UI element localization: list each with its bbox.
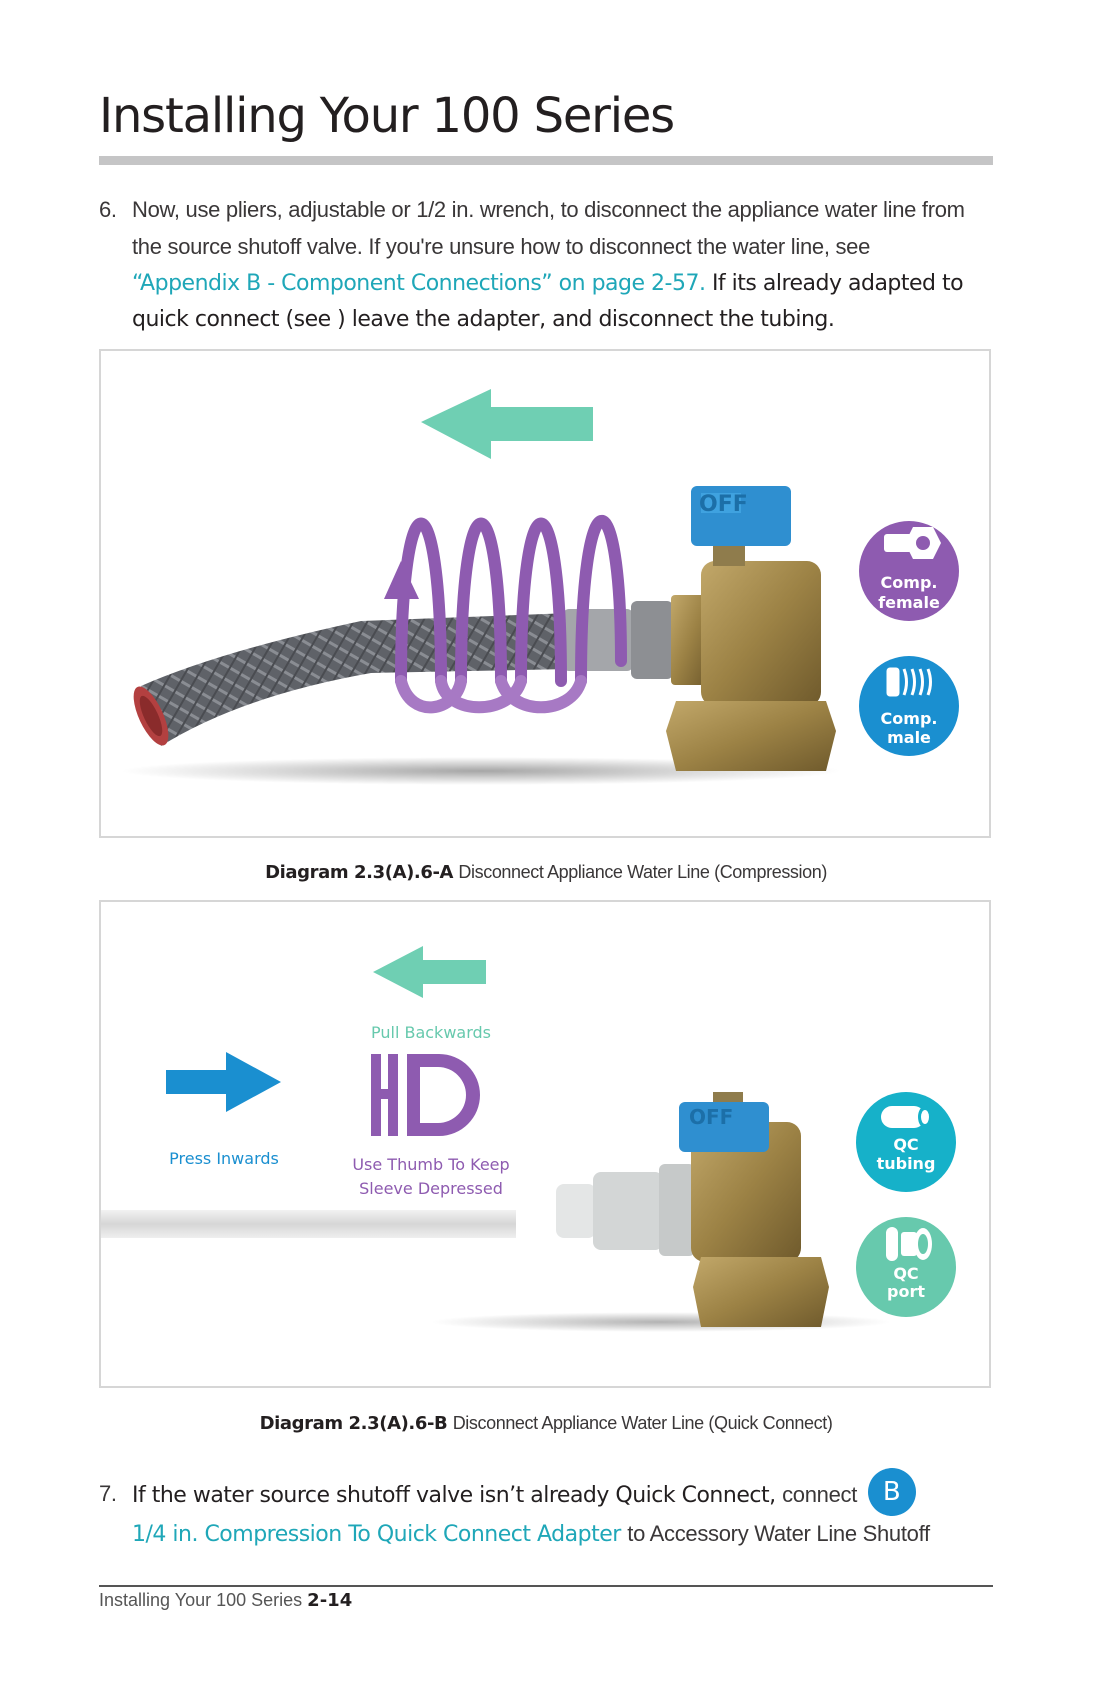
caption-b-text: Disconnect Appliance Water Line (Quick C…: [453, 1413, 833, 1433]
footer-page-number: 2-14: [307, 1590, 352, 1611]
caption-diagram-b: Diagram 2.3(A).6-B Disconnect Appliance …: [99, 1413, 993, 1434]
step-7-after: to Accessory Water Line Shutoff: [627, 1521, 930, 1546]
valve-off-label: OFF: [689, 1105, 733, 1129]
comp-female-badge: Comp. female: [859, 521, 959, 621]
step-7: 7. If the water source shutoff valve isn…: [99, 1476, 999, 1553]
footer-rule: [99, 1585, 993, 1587]
caption-diagram-a: Diagram 2.3(A).6-A Disconnect Appliance …: [99, 862, 993, 883]
qc-port-line1: QC: [893, 1264, 918, 1283]
page-title: Installing Your 100 Series: [99, 88, 674, 144]
step-6-intro: Now, use pliers, adjustable or 1/2 in. w…: [132, 197, 965, 259]
step-7-intro: If the water source shutoff valve isn’t …: [132, 1483, 776, 1508]
qc-port-line2: port: [887, 1282, 925, 1301]
comp-female-line2: female: [878, 593, 940, 612]
step-7-body: If the water source shutoff valve isn’t …: [132, 1476, 999, 1553]
step-6-body: Now, use pliers, adjustable or 1/2 in. w…: [132, 192, 999, 338]
valve-off-label: OFF: [699, 492, 748, 517]
qc-tubing: [101, 1210, 516, 1238]
diagram-b-figure: Pull Backwards Use Thumb To Keep Sleeve …: [99, 900, 991, 1388]
comp-female-line1: Comp.: [881, 573, 938, 592]
thumb-label-line2: Sleeve Depressed: [359, 1179, 503, 1198]
diagram-a-figure: OFF Comp. female: [99, 349, 991, 838]
pull-backwards-label: Pull Backwards: [371, 1023, 491, 1042]
qc-tubing-line2: tubing: [877, 1154, 936, 1173]
footer-label: Installing Your 100 Series: [99, 1590, 302, 1610]
pull-left-arrow: [373, 946, 486, 998]
page-footer: Installing Your 100 Series 2-14: [99, 1590, 352, 1611]
step-7-number: 7.: [99, 1476, 131, 1512]
diagram-b-illustration: Pull Backwards Use Thumb To Keep Sleeve …: [101, 902, 989, 1386]
step-7-connect: connect: [782, 1482, 857, 1507]
press-right-arrow: [166, 1052, 281, 1112]
comp-male-badge: Comp. male: [859, 656, 959, 756]
spiral-arrowhead: [384, 561, 419, 599]
step-6: 6. Now, use pliers, adjustable or 1/2 in…: [99, 192, 999, 338]
qc-tubing-badge: QC tubing: [856, 1092, 956, 1192]
caption-b-id: Diagram 2.3(A).6-B: [260, 1413, 448, 1434]
qc-port-badge: QC port: [856, 1217, 956, 1317]
twist-spiral-icon: [401, 521, 621, 707]
quick-connect-port-icon: [886, 1227, 932, 1261]
tube-icon: [881, 1106, 932, 1128]
part-b-badge: B: [868, 1468, 916, 1516]
caption-a-text: Disconnect Appliance Water Line (Compres…: [458, 862, 827, 882]
caption-a-id: Diagram 2.3(A).6-A: [265, 862, 453, 883]
appendix-b-link[interactable]: “Appendix B - Component Connections” on …: [132, 271, 705, 296]
qc-tubing-line1: QC: [893, 1135, 918, 1154]
comp-male-line1: Comp.: [881, 709, 938, 728]
sleeve-release-icon: [371, 1054, 480, 1136]
title-rule: [99, 156, 993, 165]
comp-male-line2: male: [887, 728, 931, 747]
step-6-number: 6.: [99, 192, 131, 228]
compression-adapter-link[interactable]: 1/4 in. Compression To Quick Connect Ada…: [132, 1522, 621, 1547]
thumb-label-line1: Use Thumb To Keep: [352, 1155, 509, 1174]
diagram-a-illustration: OFF Comp. female: [101, 351, 989, 836]
press-inwards-label: Press Inwards: [169, 1149, 279, 1168]
pull-left-arrow: [421, 389, 593, 459]
